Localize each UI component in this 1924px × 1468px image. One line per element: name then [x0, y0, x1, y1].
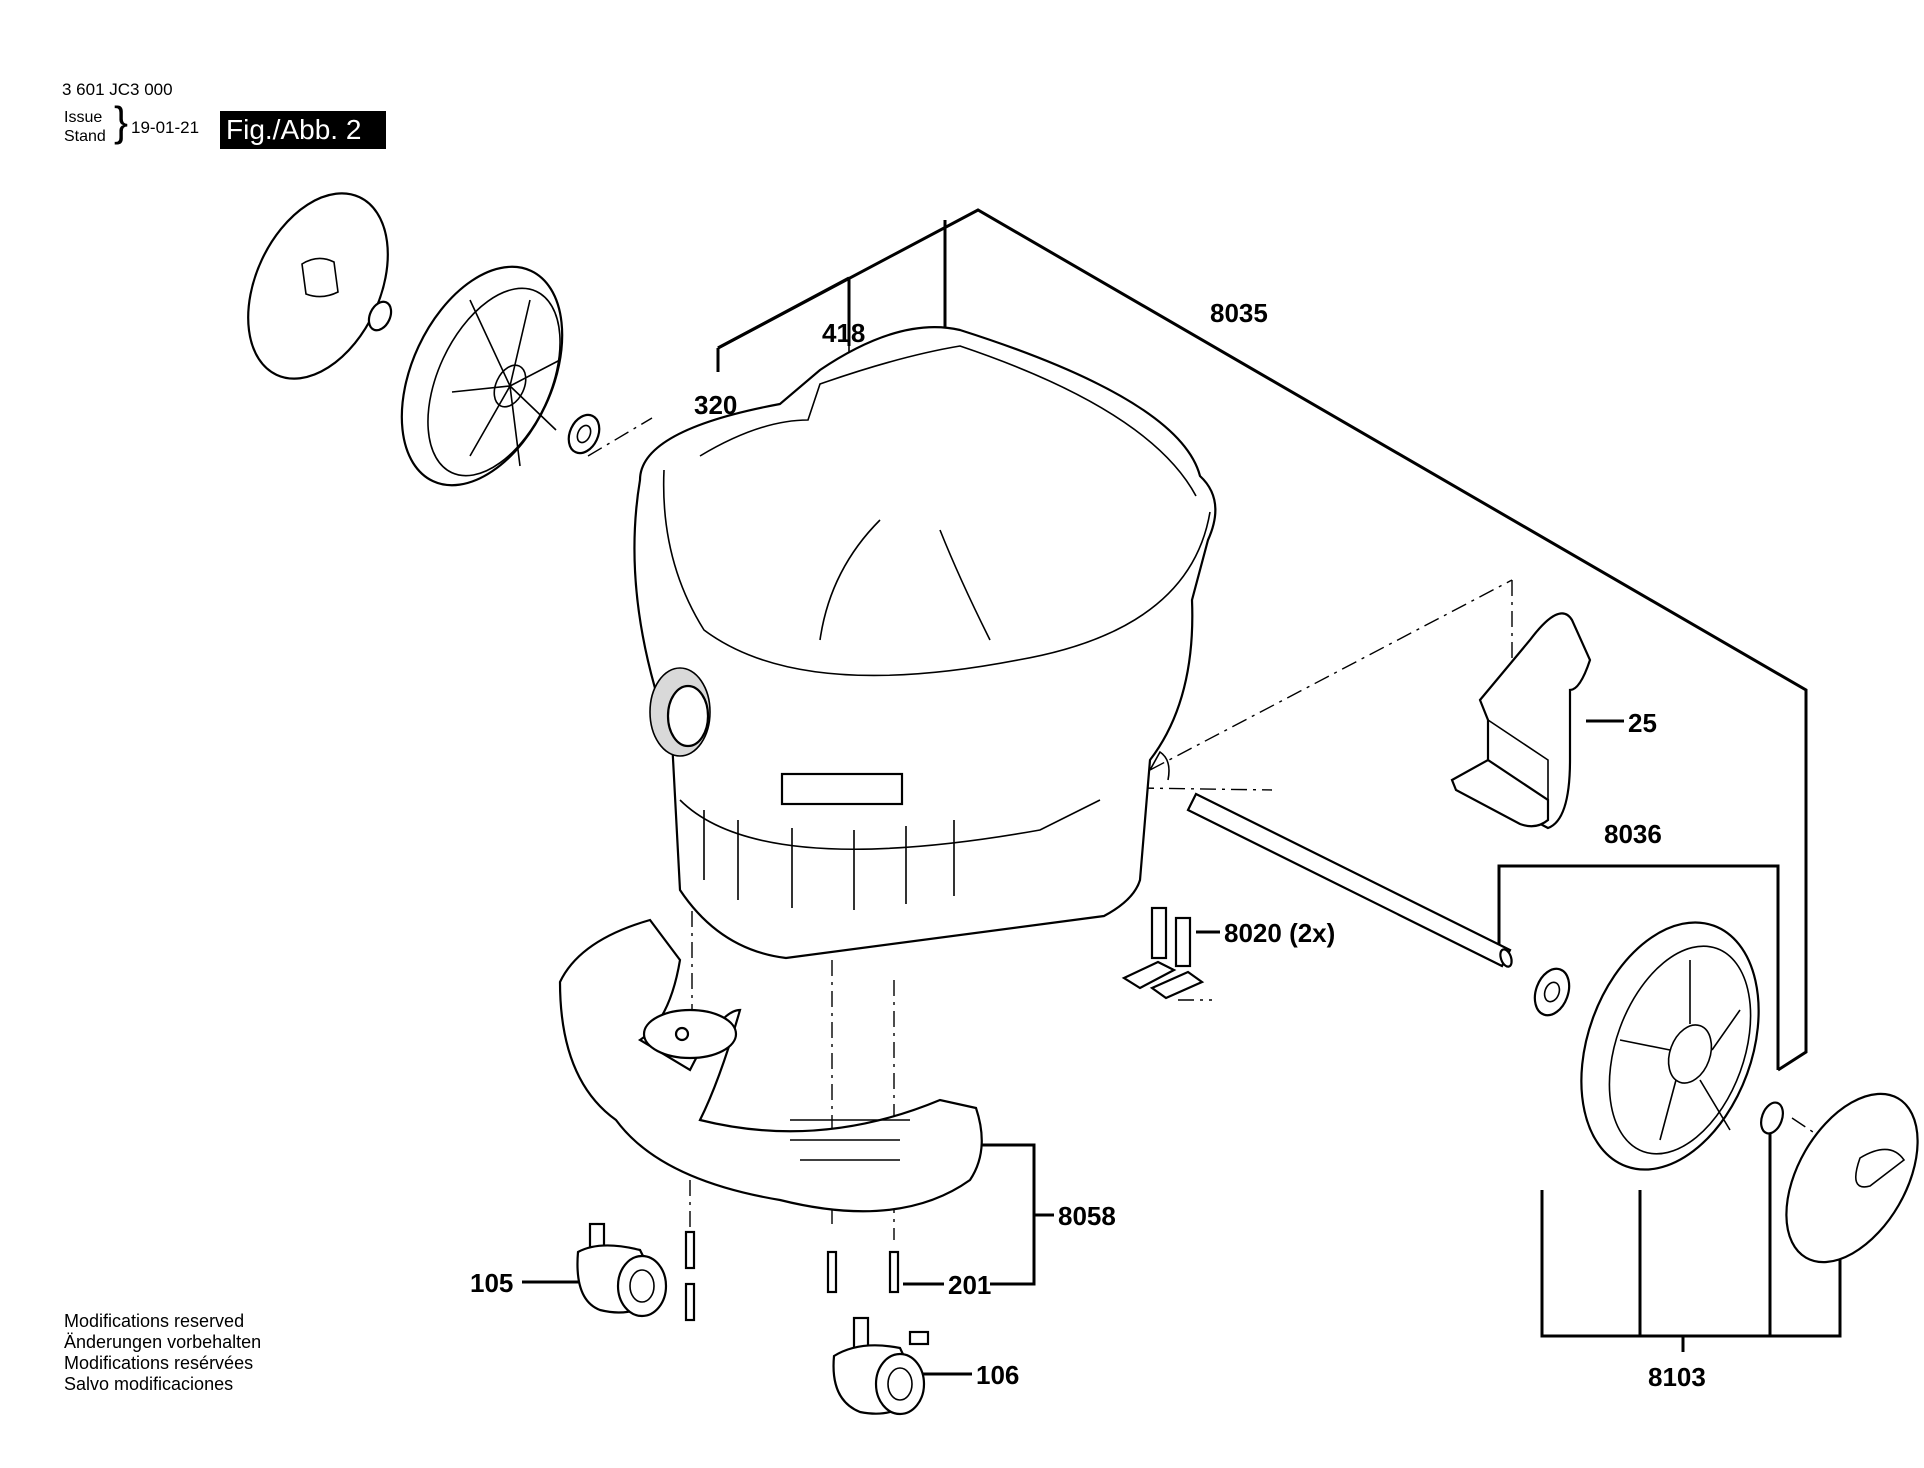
note-es: Salvo modificaciones	[64, 1374, 234, 1394]
castor-105	[576, 1222, 668, 1318]
figure-label: Fig./Abb. 2	[220, 111, 386, 149]
label-8020: 8020 (2x)	[1224, 918, 1335, 948]
label-201: 201	[948, 1270, 991, 1300]
right-hubcap	[1785, 1092, 1919, 1264]
label-8036: 8036	[1604, 819, 1662, 849]
label-25: 25	[1628, 708, 1657, 738]
stand-label: Stand	[64, 128, 106, 145]
document-number: 3 601 JC3 000	[62, 80, 173, 99]
hose-holder	[1450, 612, 1592, 830]
left-spacer	[567, 413, 601, 455]
container-bucket	[633, 326, 1217, 960]
screw-set	[684, 1230, 900, 1322]
label-8058: 8058	[1058, 1201, 1116, 1231]
note-fr: Modifications resérvées	[64, 1353, 254, 1373]
castor-106	[832, 1316, 930, 1416]
label-8103: 8103	[1648, 1362, 1706, 1392]
label-106: 106	[976, 1360, 1019, 1390]
label-105: 105	[470, 1268, 513, 1298]
right-spacer	[1533, 967, 1571, 1017]
label-320: 320	[694, 390, 737, 420]
issue-date: 19-01-21	[131, 118, 200, 137]
brace-glyph: }	[114, 98, 129, 145]
note-en: Modifications reserved	[64, 1311, 245, 1331]
bumper	[558, 918, 983, 1213]
axle-rod	[1186, 792, 1513, 968]
right-circlip	[1760, 1101, 1784, 1135]
label-418: 418	[822, 318, 865, 348]
left-hubcap	[247, 192, 389, 380]
label-8035: 8035	[1210, 298, 1268, 328]
screws-8020	[1121, 906, 1205, 1000]
left-wheel	[400, 265, 564, 487]
modification-notes: Modifications reserved Änderungen vorbeh…	[64, 1311, 261, 1395]
note-de: Änderungen vorbehalten	[64, 1332, 262, 1352]
left-circlip	[367, 300, 393, 332]
issue-stand-label: Issue Stand	[64, 108, 106, 146]
issue-label: Issue	[64, 109, 103, 126]
right-wheel	[1580, 921, 1760, 1171]
